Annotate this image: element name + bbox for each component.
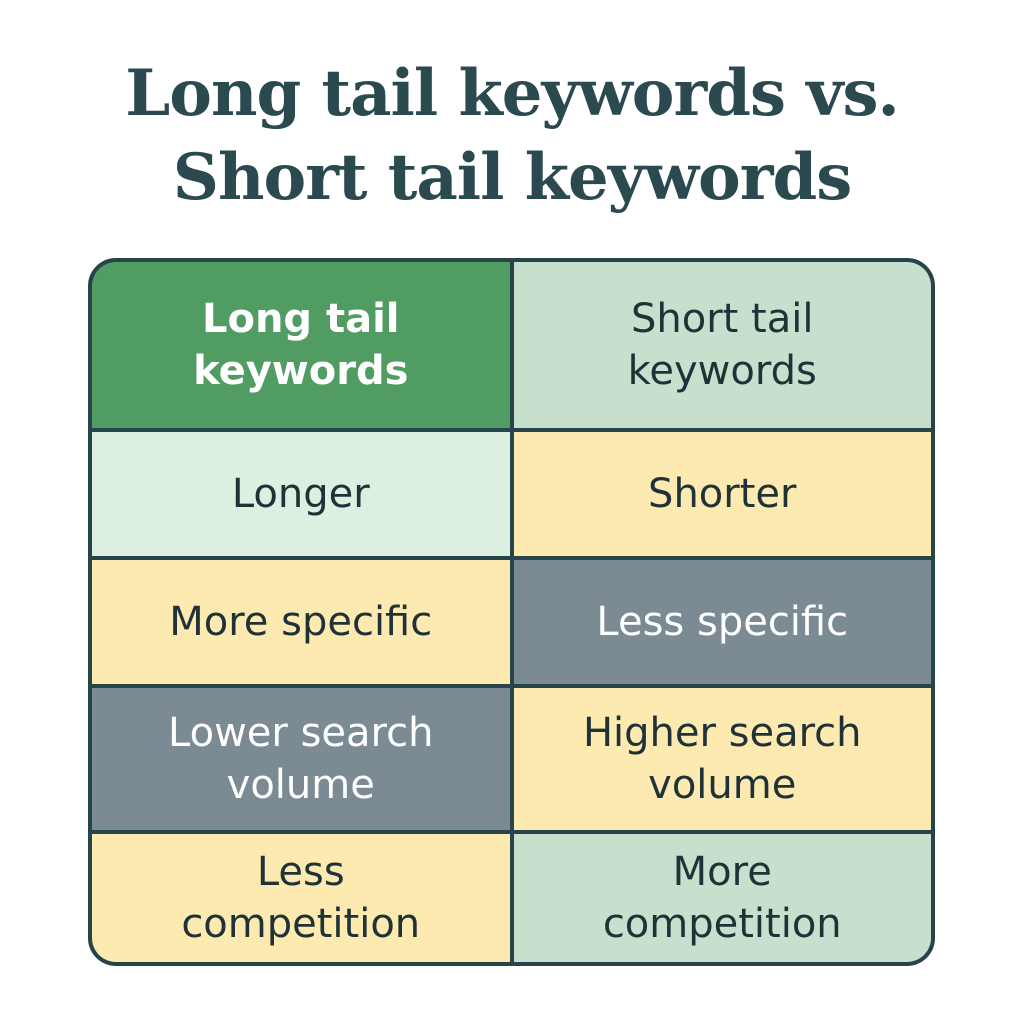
cell-short-volume-label: Higher search volume [582, 710, 862, 808]
cell-short-competition-label: More competition [602, 849, 842, 947]
cell-long-length: Longer [92, 432, 510, 556]
cell-long-specificity: More specific [92, 560, 510, 684]
header-long-tail-label: Long tail keywords [193, 296, 409, 394]
header-long-tail: Long tail keywords [92, 262, 510, 428]
cell-short-specificity: Less specific [513, 560, 931, 684]
cell-long-volume-label: Lower search volume [168, 710, 434, 808]
comparison-table: Long tail keywords Short tail keywords L… [88, 258, 935, 966]
cell-long-competition: Less competition [92, 834, 510, 962]
cell-short-volume: Higher search volume [513, 688, 931, 830]
cell-short-length: Shorter [513, 432, 931, 556]
title-line-2: Short tail keywords [172, 140, 852, 215]
header-short-tail-label: Short tail keywords [627, 296, 817, 394]
title-line-1: Long tail keywords vs. [125, 56, 900, 131]
cell-long-competition-label: Less competition [181, 849, 421, 947]
cell-short-competition: More competition [513, 834, 931, 962]
header-short-tail: Short tail keywords [513, 262, 931, 428]
cell-long-volume: Lower search volume [92, 688, 510, 830]
